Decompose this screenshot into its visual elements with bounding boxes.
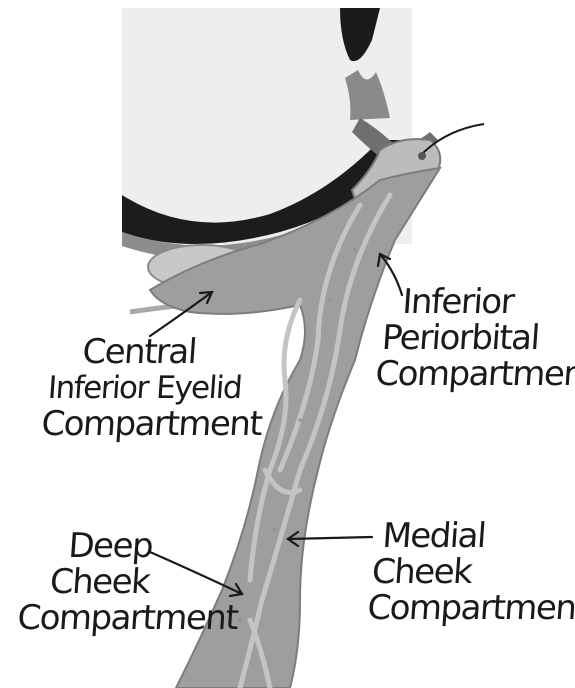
speckle [273,528,277,532]
speckle [353,248,357,252]
label-line: Deep [21,528,243,564]
label-line: Medial [371,518,575,554]
label-deep-cheek-compartment: Deep Cheek Compartment [16,528,243,636]
label-line: Compartment [366,590,575,626]
label-line: Compartment [374,356,575,392]
label-medial-cheek-compartment: Medial Cheek Compartment [366,518,575,626]
speckle [298,418,302,422]
eyelash-root [418,152,426,160]
speckle [328,298,332,302]
label-line: Inferior Eyelid [43,370,265,406]
label-line: Periorbital [377,320,575,356]
label-line: Central [45,334,267,370]
label-line: Cheek [369,554,575,590]
label-line: Compartment [40,406,262,442]
label-line: Inferior [379,284,575,320]
label-inferior-periorbital-compartment: Inferior Periorbital Compartment [374,284,575,392]
speckle [238,618,242,622]
label-central-inferior-eyelid-compartment: Central Inferior Eyelid Compartment [40,334,267,442]
label-line: Cheek [19,564,241,600]
label-line: Compartment [16,600,238,636]
